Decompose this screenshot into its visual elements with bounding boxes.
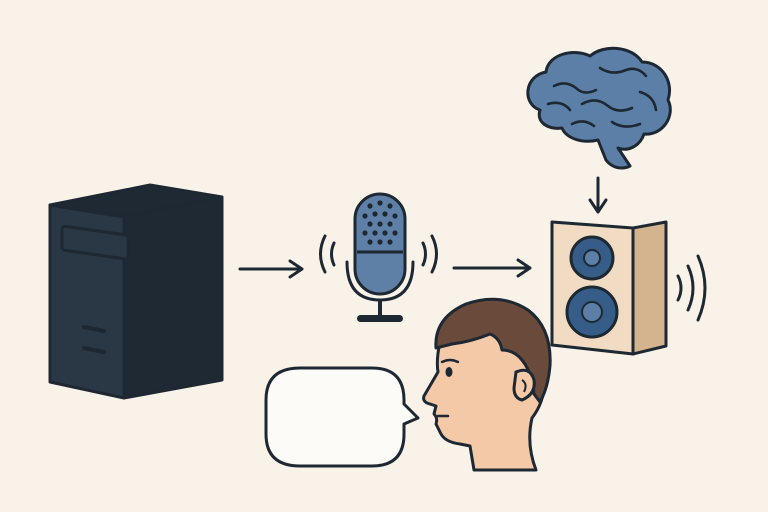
arrow-mic-to-speaker: [452, 258, 532, 278]
vent-line: [82, 346, 106, 354]
drive-bay: [60, 224, 130, 261]
sound-wave: [696, 254, 707, 322]
server-tower-icon: [48, 183, 224, 400]
mic-base: [357, 315, 403, 322]
sound-wave-right: [421, 241, 427, 267]
arrow-brain-to-speaker: [588, 176, 608, 214]
sound-wave: [686, 264, 695, 312]
eye: [445, 367, 453, 377]
sound-wave: [676, 274, 683, 302]
sound-wave-right: [430, 234, 438, 274]
brain-icon: [526, 46, 672, 170]
speaker-icon: [550, 220, 707, 356]
vent-line: [82, 325, 106, 333]
person-head-icon: [422, 297, 552, 472]
ear: [512, 368, 536, 402]
microphone-icon: [319, 192, 438, 322]
sound-wave-left: [330, 241, 336, 267]
eyebrow: [440, 358, 460, 364]
mic-grille: [362, 200, 398, 245]
sound-wave-left: [319, 234, 327, 274]
arrow-server-to-mic: [238, 259, 304, 279]
speech-bubble-icon: [264, 366, 420, 468]
